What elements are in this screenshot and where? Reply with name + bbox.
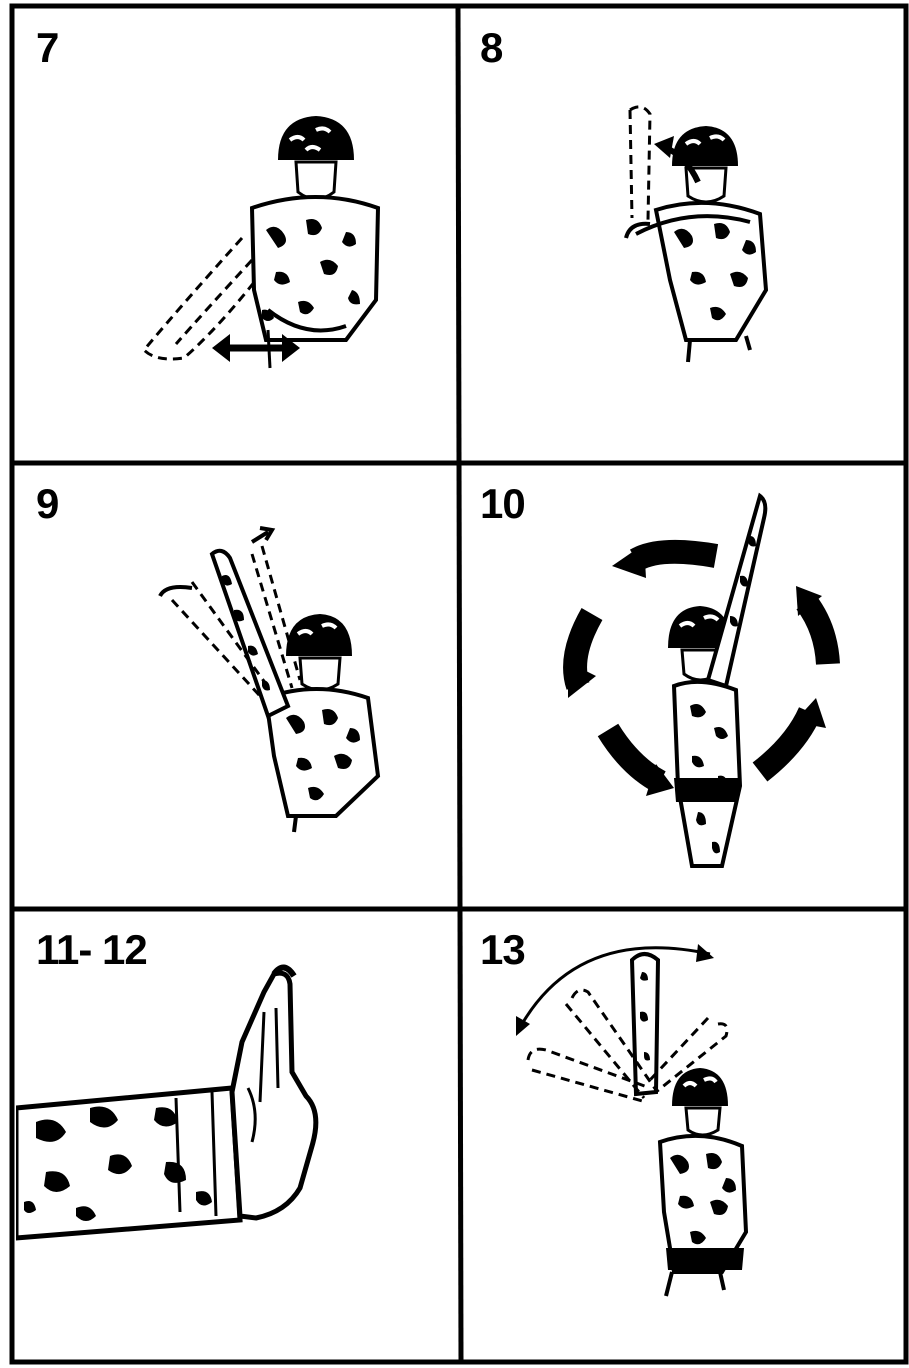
signal-panel-10: 10	[460, 466, 900, 906]
signal-panel-9: 9	[16, 466, 456, 906]
signal-panel-11-12: 11- 12	[16, 912, 456, 1358]
soldier-figure-signal-10	[460, 466, 900, 906]
signal-panel-8: 8	[460, 10, 900, 460]
soldier-figure-signal-13	[460, 912, 900, 1358]
signal-panel-7: 7	[16, 10, 456, 460]
soldier-figure-signal-8	[460, 10, 900, 460]
signal-panel-13: 13	[460, 912, 900, 1358]
soldier-figure-signal-9	[16, 466, 456, 906]
soldier-figure-signal-7	[16, 10, 456, 460]
raised-hand-figure-signal-11-12	[16, 912, 456, 1358]
